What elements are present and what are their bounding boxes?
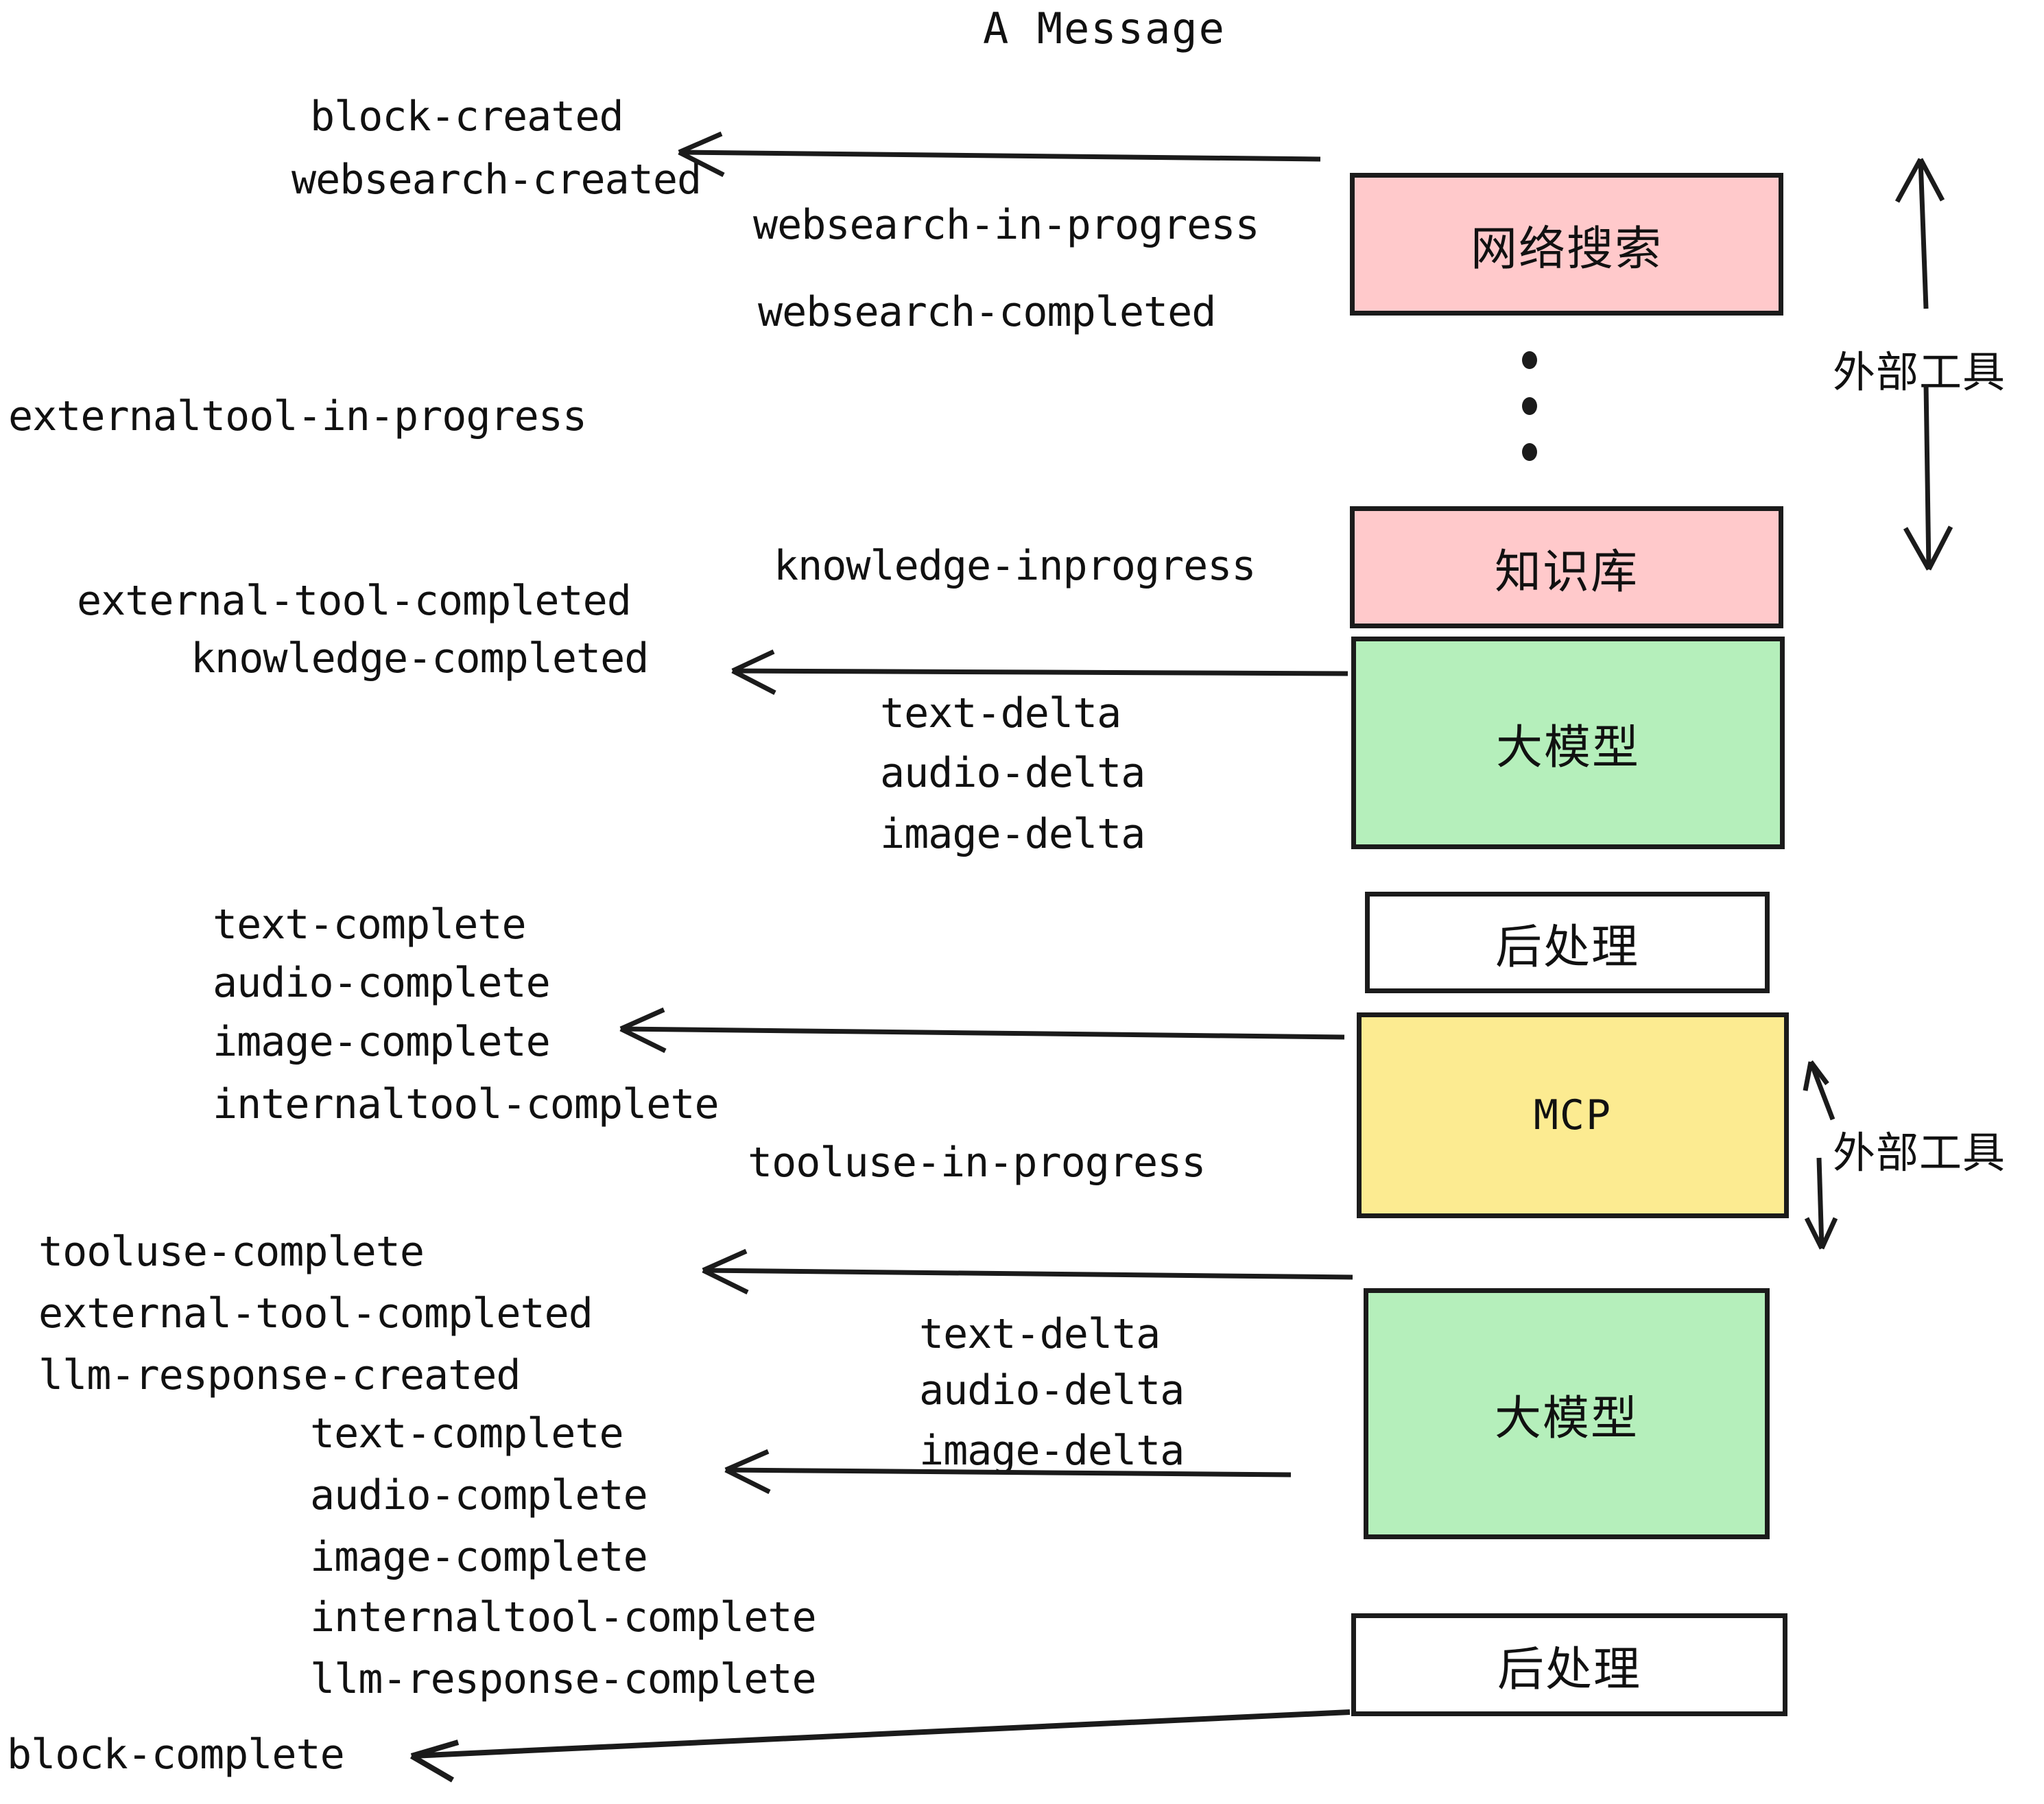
- box-mcp[interactable]: MCP: [1357, 1012, 1789, 1218]
- box-postprocess-2-label: 后处理: [1497, 1642, 1641, 1697]
- box-mcp-label: MCP: [1533, 1091, 1613, 1139]
- box-llm-1[interactable]: 大模型: [1351, 637, 1785, 849]
- ellipsis-dots: [1521, 351, 1538, 461]
- box-knowledge-label: 知识库: [1494, 545, 1639, 600]
- arrow-mcp-to-tooluse-complete: [702, 1248, 1353, 1295]
- box-postprocess-2[interactable]: 后处理: [1351, 1613, 1787, 1716]
- event-image-delta-2: image-delta: [919, 1427, 1185, 1475]
- event-image-delta-1: image-delta: [880, 810, 1145, 858]
- box-websearch-label: 网络搜索: [1470, 222, 1663, 276]
- dot-1: [1522, 351, 1537, 369]
- arrow-knowledge-to-completed: [731, 649, 1348, 696]
- event-llm-response-created: llm-response-created: [38, 1351, 521, 1399]
- event-knowledge-inprogress: knowledge-inprogress: [774, 542, 1256, 590]
- dot-3: [1522, 443, 1537, 461]
- box-knowledge[interactable]: 知识库: [1350, 506, 1783, 628]
- box-websearch[interactable]: 网络搜索: [1350, 173, 1783, 316]
- event-internaltool-complete-1: internaltool-complete: [213, 1080, 720, 1128]
- arrow-external-tool-bottom-up: [1803, 1060, 1835, 1121]
- event-tooluse-in-progress: tooluse-in-progress: [748, 1139, 1206, 1187]
- page-title: A Message: [983, 3, 1226, 54]
- box-llm-2[interactable]: 大模型: [1364, 1288, 1770, 1539]
- event-text-delta-1: text-delta: [880, 689, 1121, 737]
- event-audio-delta-1: audio-delta: [880, 749, 1145, 797]
- event-text-complete-2: text-complete: [310, 1410, 624, 1458]
- event-tooluse-complete: tooluse-complete: [38, 1228, 425, 1276]
- event-internaltool-complete-2: internaltool-complete: [310, 1593, 817, 1641]
- dot-2: [1522, 397, 1537, 415]
- arrow-external-tool-top-up: [1894, 158, 1945, 309]
- event-audio-complete-1: audio-complete: [213, 959, 551, 1007]
- event-audio-complete-2: audio-complete: [310, 1471, 648, 1519]
- event-image-complete-2: image-complete: [310, 1533, 648, 1581]
- event-websearch-completed: websearch-completed: [758, 288, 1216, 336]
- event-websearch-created: websearch-created: [292, 156, 702, 204]
- event-llm-response-complete: llm-response-complete: [310, 1655, 817, 1703]
- event-knowledge-completed: knowledge-completed: [191, 634, 649, 683]
- arrow-mcp-to-image-complete: [619, 1007, 1345, 1054]
- side-label-external-tool-bottom: 外部工具: [1833, 1128, 2006, 1178]
- box-postprocess-1[interactable]: 后处理: [1365, 892, 1770, 993]
- arrow-postprocess2-to-block-complete: [409, 1709, 1351, 1783]
- box-llm-1-label: 大模型: [1495, 720, 1640, 775]
- box-postprocess-1-label: 后处理: [1495, 920, 1639, 975]
- arrow-external-tool-bottom-down: [1804, 1157, 1838, 1250]
- event-text-delta-2: text-delta: [919, 1310, 1161, 1358]
- box-llm-2-label: 大模型: [1494, 1391, 1639, 1446]
- event-text-complete-1: text-complete: [213, 901, 527, 949]
- event-external-tool-completed-2: external-tool-completed: [38, 1290, 593, 1338]
- arrow-external-tool-top-down: [1903, 383, 1953, 571]
- event-block-created: block-created: [310, 93, 624, 141]
- arrow-websearch-to-created: [678, 131, 1321, 178]
- event-block-complete: block-complete: [7, 1731, 345, 1779]
- side-label-external-tool-top: 外部工具: [1833, 347, 2006, 397]
- event-external-tool-completed-1: external-tool-completed: [77, 577, 632, 625]
- event-externaltool-in-progress: externaltool-in-progress: [8, 392, 587, 440]
- event-websearch-in-progress: websearch-in-progress: [753, 201, 1260, 249]
- event-audio-delta-2: audio-delta: [919, 1366, 1185, 1414]
- event-image-complete-1: image-complete: [213, 1018, 551, 1066]
